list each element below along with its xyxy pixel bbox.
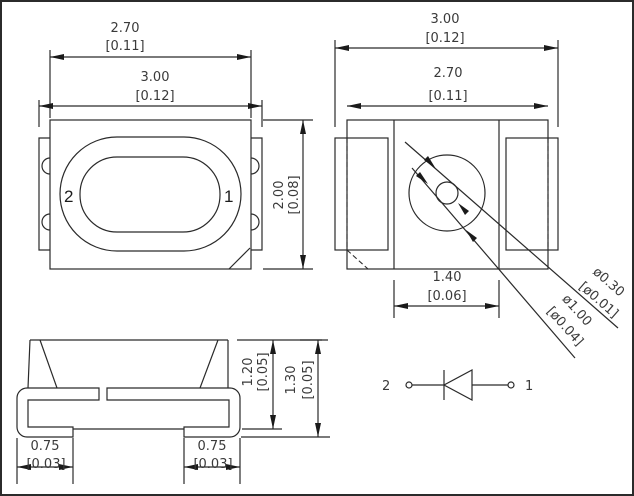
pin-label-2: 2	[64, 187, 73, 206]
dim-2-70-bottom: 2.70 [0.11]	[347, 66, 548, 109]
svg-text:1.30: 1.30	[284, 366, 299, 395]
dim-2-00: 2.00 [0.08]	[263, 119, 313, 270]
schematic-pin-1: 1	[525, 379, 533, 394]
schematic-pin-2: 2	[382, 379, 390, 394]
svg-text:[0.06]: [0.06]	[427, 289, 466, 304]
left-lead-bend	[16, 387, 100, 438]
svg-text:[0.05]: [0.05]	[256, 352, 271, 391]
svg-text:[0.03]: [0.03]	[26, 457, 65, 472]
right-pad	[505, 137, 559, 251]
svg-text:2.00: 2.00	[272, 181, 287, 210]
diode-triangle-icon	[442, 368, 473, 402]
right-lead-bend	[106, 387, 241, 438]
lens-body	[27, 339, 229, 389]
arrow-icon	[17, 464, 73, 470]
side-view: 1.20 [0.05] 1.30 [0.05] 0.75 [0.03] 0.75…	[16, 339, 330, 484]
svg-text:3.00: 3.00	[431, 12, 460, 27]
svg-text:[0.11]: [0.11]	[428, 89, 467, 104]
arrow-icon	[184, 464, 240, 470]
arrow-icon	[416, 156, 477, 242]
svg-text:[0.08]: [0.08]	[287, 175, 302, 214]
dim-1-30: 1.30 [0.05]	[241, 339, 330, 438]
svg-text:0.75: 0.75	[31, 439, 60, 454]
dim-1-40: 1.40 [0.06]	[393, 270, 500, 318]
polarity-chamfer	[228, 247, 251, 270]
svg-text:[0.12]: [0.12]	[135, 89, 174, 104]
svg-text:[0.03]: [0.03]	[193, 457, 232, 472]
right-lead	[250, 137, 263, 251]
small-circle	[435, 181, 459, 205]
svg-text:0.75: 0.75	[198, 439, 227, 454]
outer-lens-ring	[59, 136, 242, 252]
svg-text:[0.12]: [0.12]	[425, 31, 464, 46]
large-circle	[408, 154, 486, 232]
dim-3-00-top: 3.00 [0.12]	[38, 70, 263, 127]
diode-schematic: 2 1	[382, 368, 533, 402]
dim-3-00-bottom: 3.00 [0.12]	[334, 12, 559, 127]
dim-0-75-right: 0.75 [0.03]	[183, 438, 241, 484]
bottom-view: 3.00 [0.12] 2.70 [0.11] 1.40 [0.06] ø0.3…	[334, 12, 627, 359]
bottom-body	[346, 119, 549, 270]
left-lead	[38, 137, 51, 251]
inner-lens	[79, 156, 221, 233]
svg-text:[0.05]: [0.05]	[301, 360, 316, 399]
left-pad	[334, 137, 389, 251]
svg-text:2.70: 2.70	[434, 66, 463, 81]
svg-text:3.00: 3.00	[141, 70, 170, 85]
polarity-mark	[346, 249, 369, 270]
top-view: 2 1 2.70 [0.11] 3.00 [0.12] 2.00 [0.08]	[38, 21, 313, 270]
dim-0-75-left: 0.75 [0.03]	[16, 438, 74, 484]
pin-label-1: 1	[224, 187, 233, 206]
top-body	[49, 119, 252, 270]
svg-text:[0.11]: [0.11]	[105, 39, 144, 54]
svg-text:1.20: 1.20	[241, 358, 256, 387]
svg-text:1.40: 1.40	[433, 270, 462, 285]
svg-text:2.70: 2.70	[111, 21, 140, 36]
